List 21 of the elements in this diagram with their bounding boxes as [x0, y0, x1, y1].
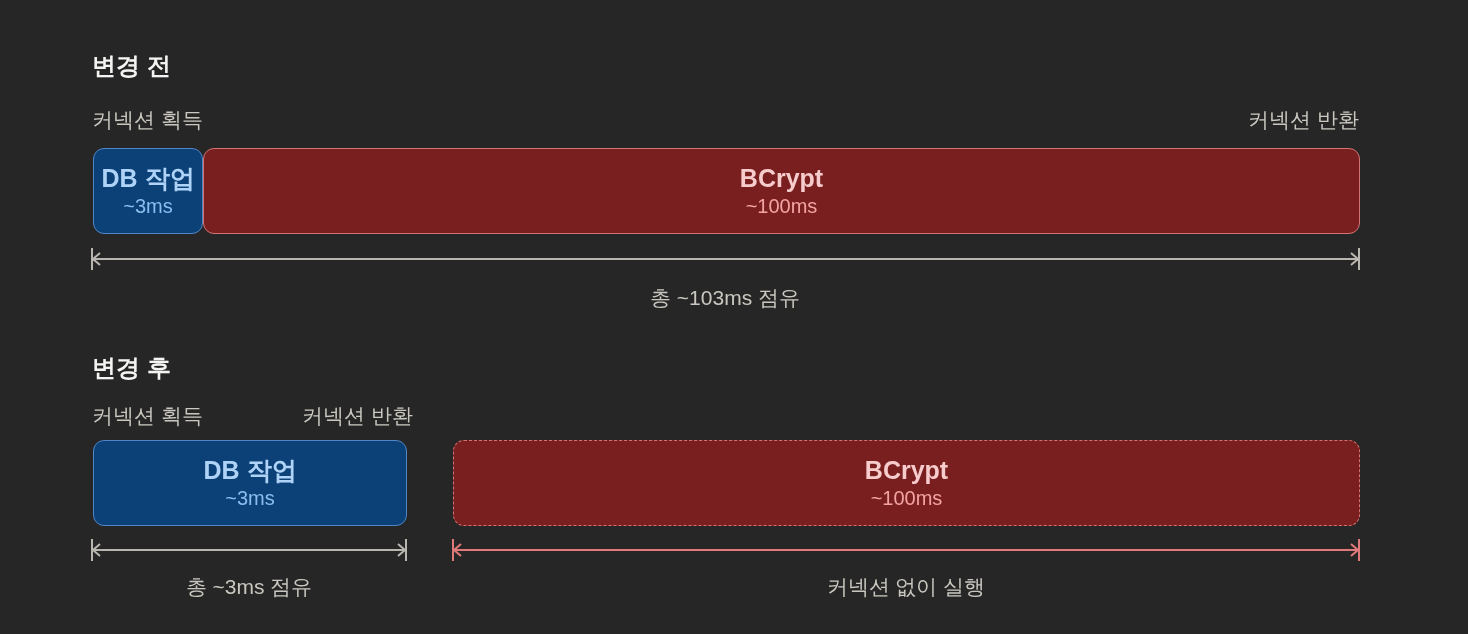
database-task-bar [93, 440, 407, 526]
duration-text: ~100ms [870, 486, 943, 510]
dimension-label: 총 ~3ms 점유 [185, 574, 313, 600]
dimension-label: 커넥션 없이 실행 [826, 574, 986, 600]
duration-text: ~3ms [123, 194, 173, 218]
hashing-task-bar [203, 148, 1360, 234]
dimension-label: 총 ~103ms 점유 [650, 285, 800, 311]
event-label: 커넥션 반환 [302, 403, 413, 429]
bar-title: BCrypt [864, 456, 949, 485]
duration-text: ~100ms [745, 194, 818, 218]
bar-title: DB 작업 [203, 456, 297, 485]
event-label: 커넥션 반환 [1248, 107, 1359, 133]
database-task-bar [93, 148, 203, 234]
bar-title: BCrypt [739, 164, 824, 193]
bar-title: DB 작업 [101, 164, 195, 193]
section-heading: 변경 전 [92, 52, 171, 81]
duration-text: ~3ms [225, 486, 275, 510]
section-heading: 변경 후 [92, 354, 171, 383]
hashing-task-bar [453, 440, 1360, 526]
event-label: 커넥션 획득 [92, 107, 203, 133]
event-label: 커넥션 획득 [92, 403, 203, 429]
